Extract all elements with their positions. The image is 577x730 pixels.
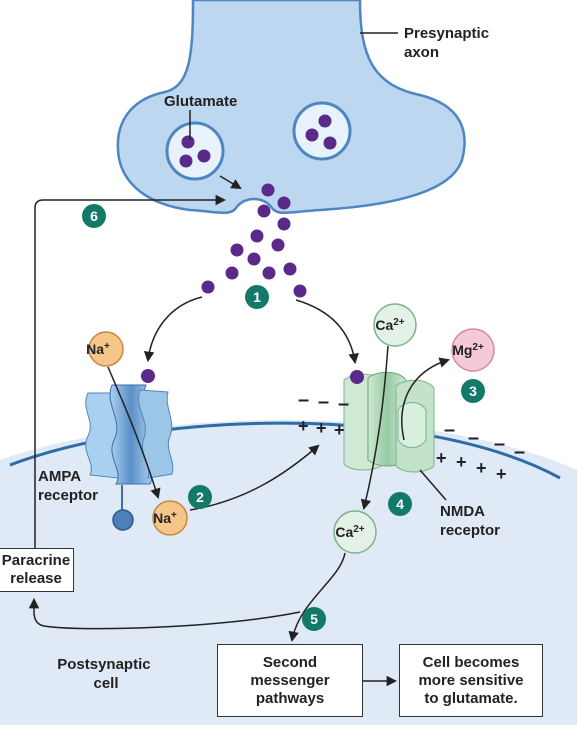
- membrane-negative-charges: – – – – – – –: [298, 389, 525, 463]
- synaptic-vesicle: [292, 101, 352, 161]
- sensitivity-label: Cell becomes more sensitive to glutamate…: [418, 653, 524, 707]
- depolarization-arrow: [189, 444, 320, 511]
- svg-text:–: –: [318, 391, 329, 413]
- svg-text:+: +: [456, 452, 467, 472]
- nmda-receptor: [343, 371, 435, 473]
- sensitivity-box: Cell becomes more sensitive to glutamate…: [399, 644, 543, 717]
- mg-ion: Mg2+: [451, 328, 495, 372]
- ampa-receptor-label-line: AMPA: [38, 468, 81, 485]
- step-badge-3: 3: [461, 379, 485, 403]
- ampa-c-terminal-domain: [112, 509, 134, 531]
- paracrine-feedback-arrow: [34, 194, 227, 550]
- postsynaptic-cell-label-line: Postsynaptic: [57, 656, 150, 673]
- ca-to-paracrine-arrow: [28, 597, 301, 630]
- svg-text:3: 3: [469, 383, 477, 399]
- svg-text:–: –: [468, 427, 479, 449]
- svg-text:+: +: [476, 458, 487, 478]
- na-ion-extracellular: Na+: [86, 331, 124, 367]
- glutamate-to-ampa-arrow: [143, 296, 203, 363]
- svg-text:Na+: Na+: [153, 510, 177, 526]
- ca-ion-intracellular: Ca2+: [333, 510, 377, 554]
- paracrine-release-label: Paracrine release: [1, 552, 71, 587]
- svg-text:+: +: [334, 420, 345, 440]
- ampa-receptor: [85, 384, 174, 510]
- ampa-receptor-label-line: receptor: [38, 487, 98, 504]
- postsynaptic-membrane: [9, 421, 561, 480]
- postsynaptic-cell-label-line: cell: [93, 675, 118, 692]
- ca-ion-extracellular: Ca2+: [373, 303, 417, 347]
- svg-text:+: +: [496, 464, 507, 484]
- ca-to-second-messenger-arrow: [288, 552, 346, 643]
- svg-text:1: 1: [253, 289, 261, 305]
- svg-text:–: –: [298, 389, 309, 411]
- glutamate-to-nmda-arrow: [295, 299, 359, 365]
- released-glutamate: [201, 183, 307, 298]
- mg-exit-arrow: [401, 357, 451, 441]
- svg-text:Ca2+: Ca2+: [335, 524, 364, 540]
- second-messenger-label: Second messenger pathways: [250, 653, 330, 707]
- svg-text:+: +: [436, 448, 447, 468]
- presynaptic-axon-label-line: Presynaptic: [404, 25, 489, 42]
- nmda-receptor-pointer: [419, 469, 447, 501]
- svg-text:+: +: [316, 418, 327, 438]
- presynaptic-axon-label: Presynaptic axon: [404, 25, 493, 61]
- vesicle-fusion-arrow: [219, 175, 242, 190]
- svg-text:6: 6: [90, 208, 98, 224]
- na-ion-intracellular: Na+: [152, 500, 188, 536]
- svg-text:–: –: [444, 419, 455, 441]
- svg-text:4: 4: [396, 496, 404, 512]
- nmda-receptor-label-line: receptor: [440, 522, 500, 539]
- nmda-receptor-label-line: NMDA: [440, 503, 485, 520]
- step-badge-6: 6: [82, 204, 106, 228]
- postsynaptic-cell-label: Postsynaptic cell: [57, 656, 155, 692]
- nmda-bound-glutamate: [350, 370, 364, 384]
- presynaptic-axon-label-line: axon: [404, 44, 439, 61]
- svg-text:–: –: [514, 441, 525, 463]
- svg-text:5: 5: [310, 611, 318, 627]
- ampa-receptor-label: AMPA receptor: [38, 468, 98, 504]
- svg-text:–: –: [338, 393, 349, 415]
- svg-text:Na+: Na+: [86, 341, 110, 357]
- ca-influx-arrow: [360, 345, 389, 511]
- membrane-positive-charges: + + + + + + +: [298, 416, 507, 484]
- svg-text:Mg2+: Mg2+: [452, 342, 484, 358]
- step-badge-2: 2: [188, 485, 212, 509]
- step-badge-4: 4: [388, 492, 412, 516]
- second-messenger-box: Second messenger pathways: [217, 644, 363, 717]
- svg-text:+: +: [298, 416, 309, 436]
- synaptic-vesicle: [165, 121, 225, 181]
- ampa-bound-glutamate: [141, 369, 155, 383]
- nmda-receptor-label: NMDA receptor: [440, 503, 500, 539]
- step-badge-1: 1: [245, 285, 269, 309]
- paracrine-release-box: Paracrine release: [0, 548, 74, 592]
- na-influx-arrow: [107, 366, 161, 500]
- glutamate-label: Glutamate: [164, 93, 237, 110]
- svg-text:2: 2: [196, 489, 204, 505]
- svg-text:Ca2+: Ca2+: [375, 317, 404, 333]
- step-badge-5: 5: [302, 607, 326, 631]
- svg-text:–: –: [494, 433, 505, 455]
